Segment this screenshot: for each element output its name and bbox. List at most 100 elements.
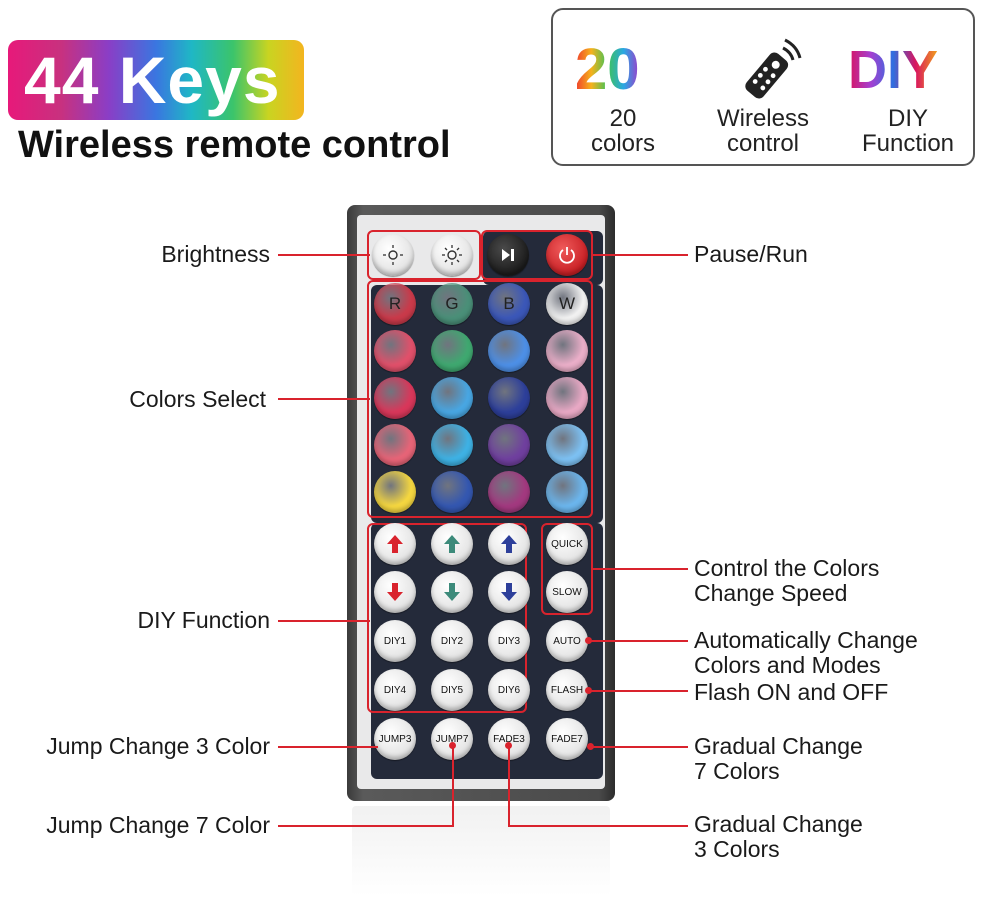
play-pause-icon (502, 249, 514, 261)
brightness-up-button[interactable] (431, 234, 473, 276)
color-key-2[interactable]: G (431, 283, 473, 325)
feature-diy: DIY DIY Function (838, 10, 978, 156)
green-down-button[interactable] (431, 571, 473, 613)
color-key-12[interactable] (546, 377, 588, 419)
diy6-button[interactable]: DIY6 (488, 669, 530, 711)
color-key-1[interactable]: R (374, 283, 416, 325)
subtitle: Wireless remote control (18, 124, 451, 166)
callout-speed-line2: Change Speed (694, 580, 848, 606)
leader-line (278, 254, 370, 256)
leader-line (278, 825, 454, 827)
remote-wireless-icon (745, 38, 802, 99)
feature-label: control (726, 130, 800, 157)
feature-label: colors (590, 130, 656, 157)
brightness-down-button[interactable] (372, 234, 414, 276)
color-key-15[interactable] (488, 424, 530, 466)
color-key-14[interactable] (431, 424, 473, 466)
leader-line (592, 568, 688, 570)
callout-jump3: Jump Change 3 Color (46, 733, 270, 759)
power-button[interactable] (546, 234, 588, 276)
callout-fade7-line1: Gradual Change (694, 733, 863, 759)
power-icon (559, 247, 575, 264)
slow-button[interactable]: SLOW (546, 571, 588, 613)
color-key-11[interactable] (488, 377, 530, 419)
green-up-button[interactable] (431, 523, 473, 565)
callout-flash: Flash ON and OFF (694, 679, 889, 705)
leader-line (278, 398, 370, 400)
callout-fade7-line2: 7 Colors (694, 758, 780, 784)
color-key-17[interactable] (374, 471, 416, 513)
callout-speed-line1: Control the Colors (694, 555, 880, 581)
auto-button[interactable]: AUTO (546, 620, 588, 662)
callout-fade3-line2: 3 Colors (694, 836, 780, 862)
color-key-3[interactable]: B (488, 283, 530, 325)
color-key-5[interactable] (374, 330, 416, 372)
callout-colors-select: Colors Select (129, 386, 266, 412)
jump3-button[interactable]: JUMP3 (374, 718, 416, 760)
arrow-up-green-icon (444, 535, 460, 553)
diy-icon: DIY (848, 40, 939, 100)
callout-jump7: Jump Change 7 Color (46, 812, 270, 838)
color-key-9[interactable] (374, 377, 416, 419)
leader-dot (585, 687, 592, 694)
callout-pause-run: Pause/Run (694, 241, 808, 267)
arrow-up-red-icon (387, 535, 403, 553)
remote-control: QUICK SLOW DIY1 DIY2 DIY3 AUTO DIY4 DIY5… (347, 205, 615, 801)
blue-down-button[interactable] (488, 571, 530, 613)
flash-button[interactable]: FLASH (546, 669, 588, 711)
color-key-19[interactable] (488, 471, 530, 513)
sun-dim-icon (383, 245, 403, 265)
color-key-6[interactable] (431, 330, 473, 372)
feature-label: DIY (887, 105, 928, 132)
leader-line (588, 690, 688, 692)
leader-line (452, 746, 454, 827)
color-key-4[interactable]: W (546, 283, 588, 325)
arrow-down-red-icon (387, 583, 403, 601)
sun-bright-icon (442, 245, 462, 265)
color-key-10[interactable] (431, 377, 473, 419)
quick-button[interactable]: QUICK (546, 523, 588, 565)
callout-diy-function: DIY Function (137, 607, 270, 633)
diy4-button[interactable]: DIY4 (374, 669, 416, 711)
blue-up-button[interactable] (488, 523, 530, 565)
diy2-button[interactable]: DIY2 (431, 620, 473, 662)
callout-auto-line1: Automatically Change (694, 627, 918, 653)
color-key-13[interactable] (374, 424, 416, 466)
diy5-button[interactable]: DIY5 (431, 669, 473, 711)
arrow-down-green-icon (444, 583, 460, 601)
features-box: 20 20 colors Wireless control DIY (551, 8, 975, 166)
feature-20-colors: 20 20 colors (553, 10, 693, 157)
arrow-up-blue-icon (501, 535, 517, 553)
title-badge: 44 Keys (8, 40, 304, 120)
callout-brightness: Brightness (161, 241, 270, 267)
leader-dot (587, 743, 594, 750)
leader-line (590, 746, 688, 748)
feature-label: Wireless (716, 105, 809, 132)
20-colors-icon: 20 (575, 37, 640, 102)
leader-line (508, 746, 510, 827)
leader-line (592, 254, 688, 256)
color-key-16[interactable] (546, 424, 588, 466)
fade7-button[interactable]: FADE7 (546, 718, 588, 760)
red-up-button[interactable] (374, 523, 416, 565)
arrow-down-blue-icon (501, 583, 517, 601)
leader-line (278, 746, 378, 748)
callout-auto-line2: Colors and Modes (694, 652, 881, 678)
leader-dot (585, 637, 592, 644)
color-key-8[interactable] (546, 330, 588, 372)
color-key-20[interactable] (546, 471, 588, 513)
leader-dot (505, 742, 512, 749)
color-key-7[interactable] (488, 330, 530, 372)
color-key-18[interactable] (431, 471, 473, 513)
leader-line (508, 825, 688, 827)
feature-label: Function (861, 130, 955, 157)
play-pause-button[interactable] (487, 234, 529, 276)
diy1-button[interactable]: DIY1 (374, 620, 416, 662)
red-down-button[interactable] (374, 571, 416, 613)
leader-line (278, 620, 370, 622)
feature-wireless: Wireless control (693, 10, 833, 156)
feature-label: 20 (609, 105, 637, 132)
diy3-button[interactable]: DIY3 (488, 620, 530, 662)
leader-line (588, 640, 688, 642)
callout-fade3-line1: Gradual Change (694, 811, 863, 837)
